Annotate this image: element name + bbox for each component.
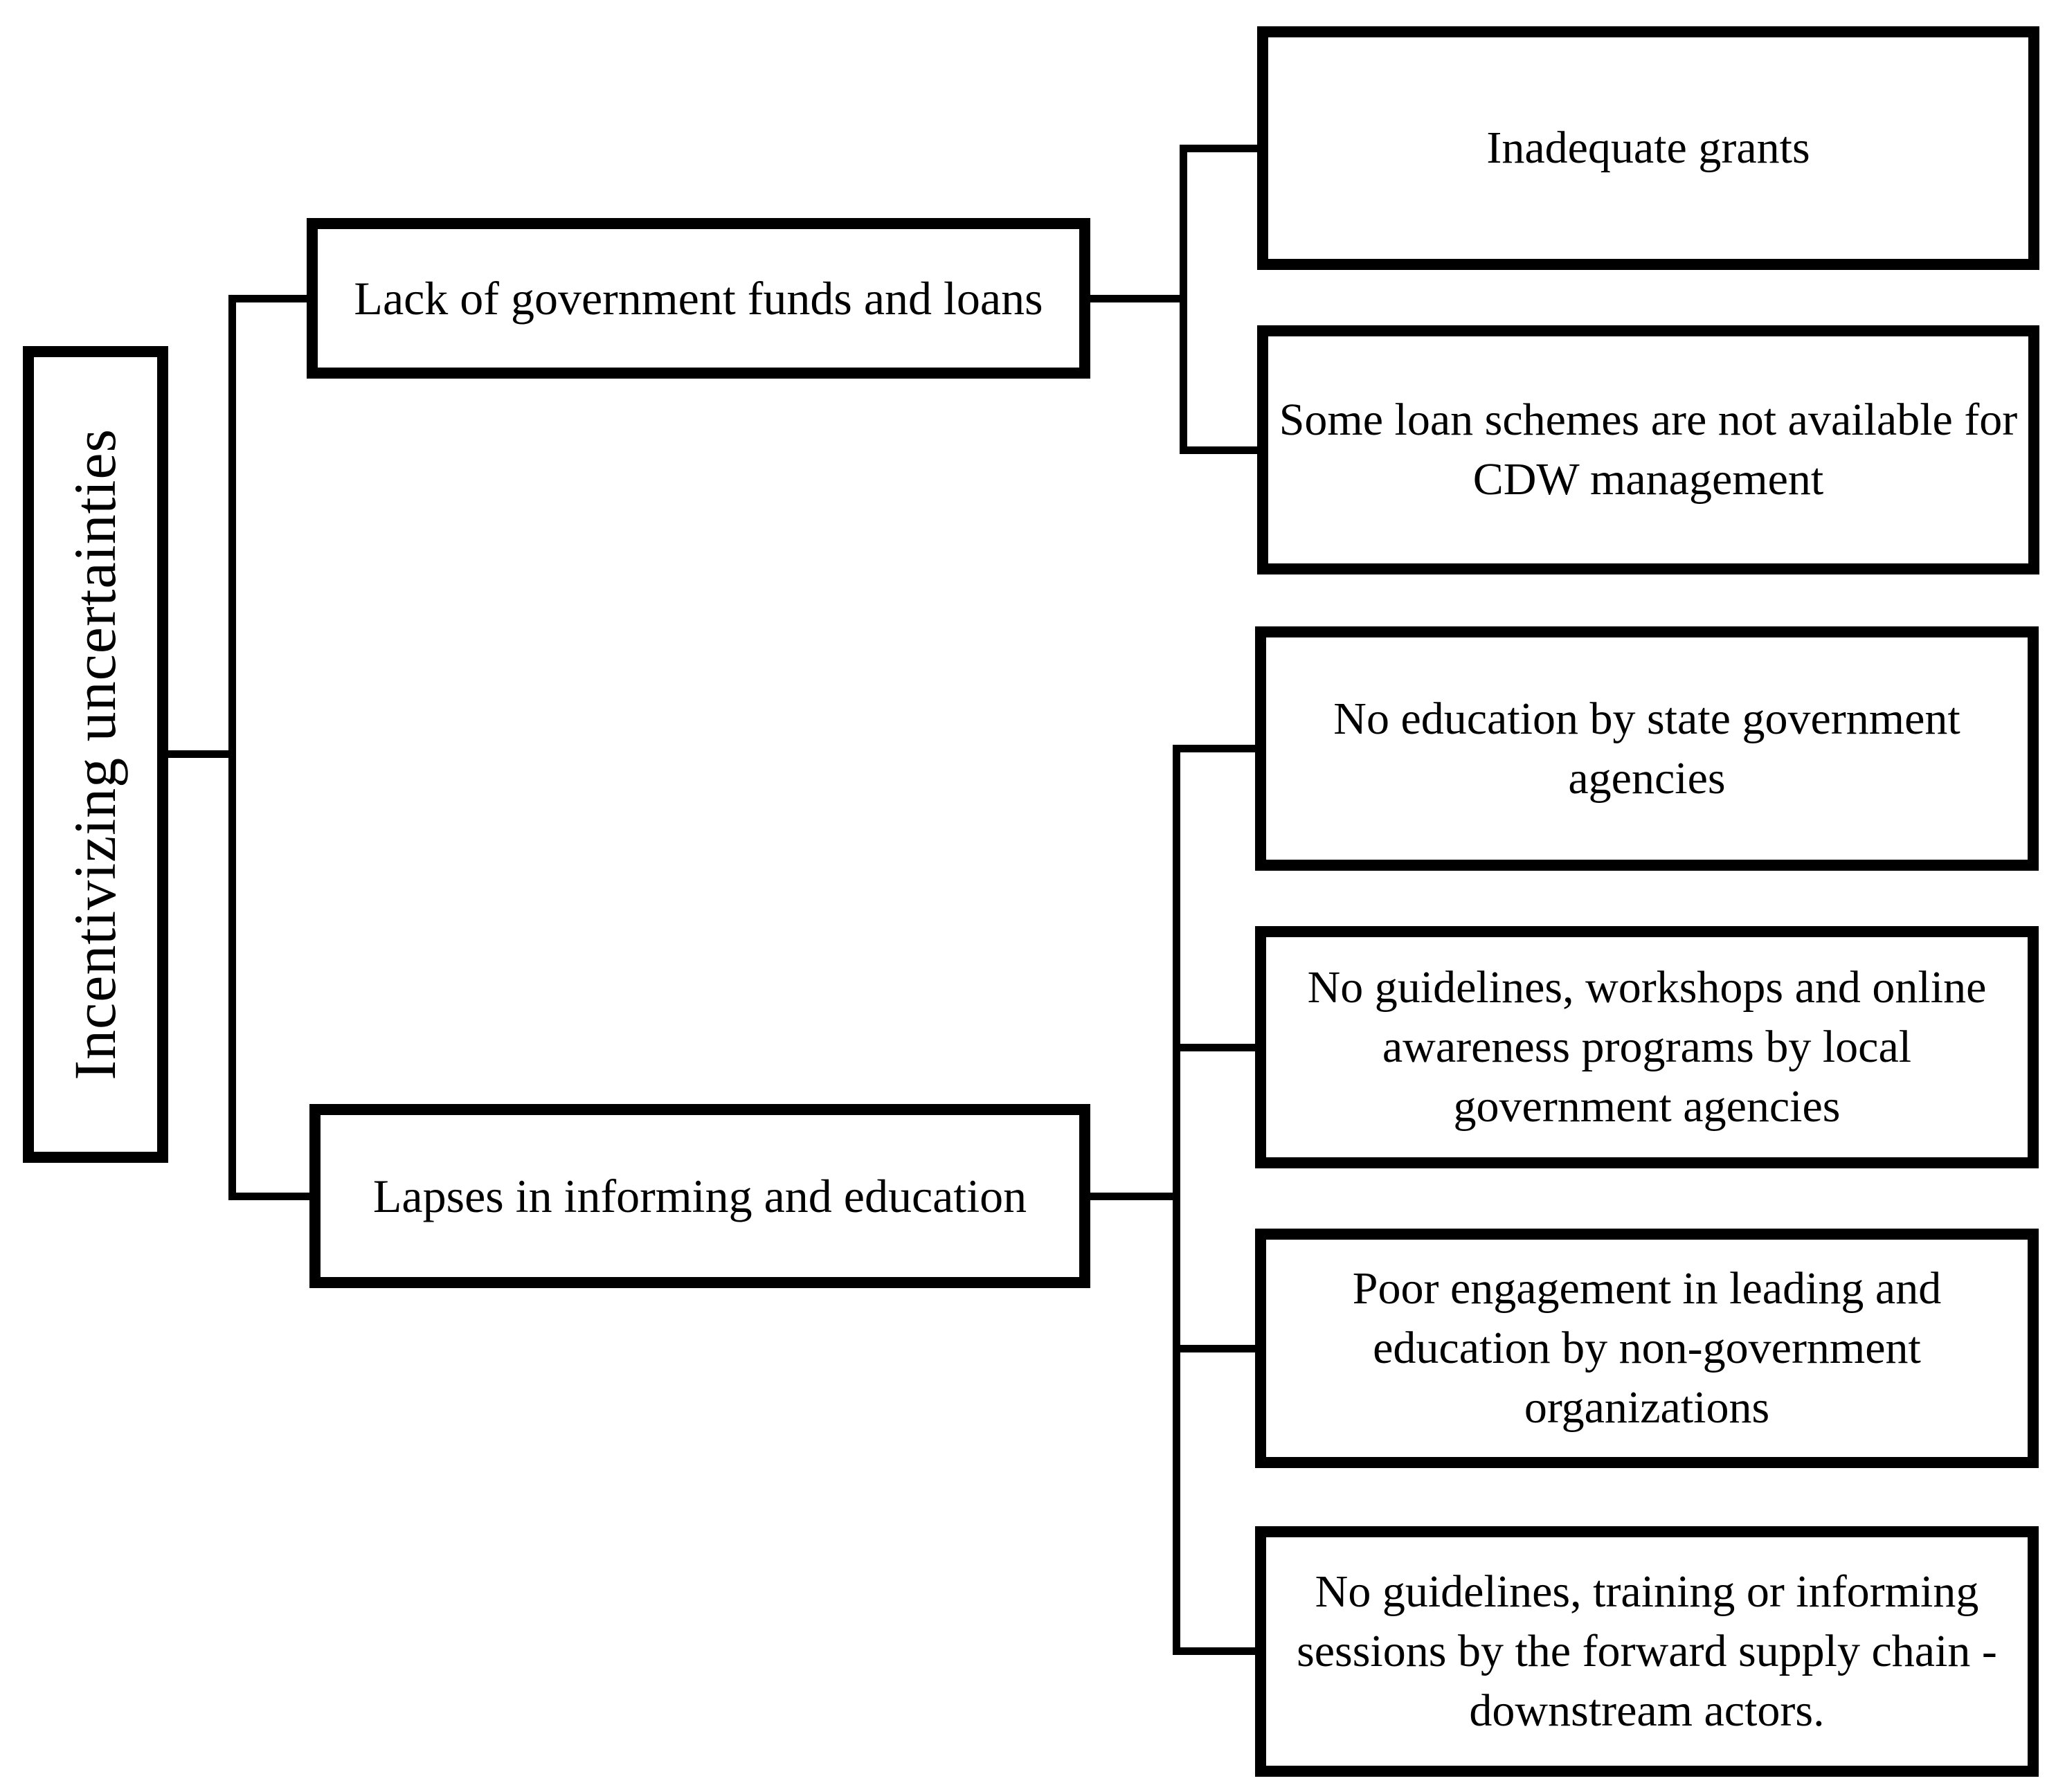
- node-no-guidelines-training: No guidelines, training or informing ses…: [1255, 1526, 2039, 1777]
- connector-root-stem: [168, 750, 236, 758]
- connector-funds-stem: [1090, 295, 1187, 302]
- connector-branch-lapses: [228, 1193, 309, 1200]
- connector-branch-no-guidelines-workshops: [1173, 1044, 1255, 1051]
- node-lapses-informing: Lapses in informing and education: [309, 1104, 1090, 1288]
- leaf-label-no-education-state: No education by state government agencie…: [1333, 693, 1960, 804]
- leaf-label-no-guidelines-workshops: No guidelines, workshops and online awar…: [1307, 962, 1987, 1132]
- connector-branch-inadequate-grants: [1180, 145, 1257, 152]
- branch-label-lapses: Lapses in informing and education: [372, 1169, 1027, 1222]
- connector-lapses-stem: [1090, 1193, 1180, 1200]
- leaf-label-poor-engagement-ngo: Poor engagement in leading and education…: [1352, 1263, 1942, 1433]
- branch-label-funds: Lack of government funds and loans: [354, 271, 1043, 325]
- node-poor-engagement-ngo: Poor engagement in leading and education…: [1255, 1229, 2039, 1468]
- connector-branch-funds: [228, 295, 307, 302]
- node-inadequate-grants: Inadequate grants: [1257, 26, 2039, 270]
- node-incentivizing-uncertainties: Incentivizing uncertainties: [23, 346, 168, 1163]
- leaf-label-inadequate-grants: Inadequate grants: [1486, 123, 1810, 174]
- node-lack-of-funds: Lack of government funds and loans: [307, 218, 1090, 379]
- leaf-label-loan-schemes: Some loan schemes are not available for …: [1279, 395, 2018, 505]
- connector-lapses-bracket: [1173, 745, 1180, 1655]
- connector-level1-bracket: [228, 295, 236, 1200]
- connector-branch-loan-schemes: [1180, 446, 1257, 454]
- node-no-education-state: No education by state government agencie…: [1255, 626, 2039, 871]
- connector-branch-poor-engagement-ngo: [1173, 1345, 1255, 1352]
- connector-branch-no-guidelines-training: [1173, 1647, 1255, 1655]
- root-node-label: Incentivizing uncertainties: [62, 428, 129, 1080]
- leaf-label-no-guidelines-training: No guidelines, training or informing ses…: [1297, 1566, 1997, 1736]
- node-no-guidelines-workshops: No guidelines, workshops and online awar…: [1255, 926, 2039, 1168]
- node-loan-schemes: Some loan schemes are not available for …: [1257, 325, 2039, 574]
- connector-funds-bracket: [1180, 145, 1187, 454]
- connector-branch-no-education-state: [1173, 745, 1255, 752]
